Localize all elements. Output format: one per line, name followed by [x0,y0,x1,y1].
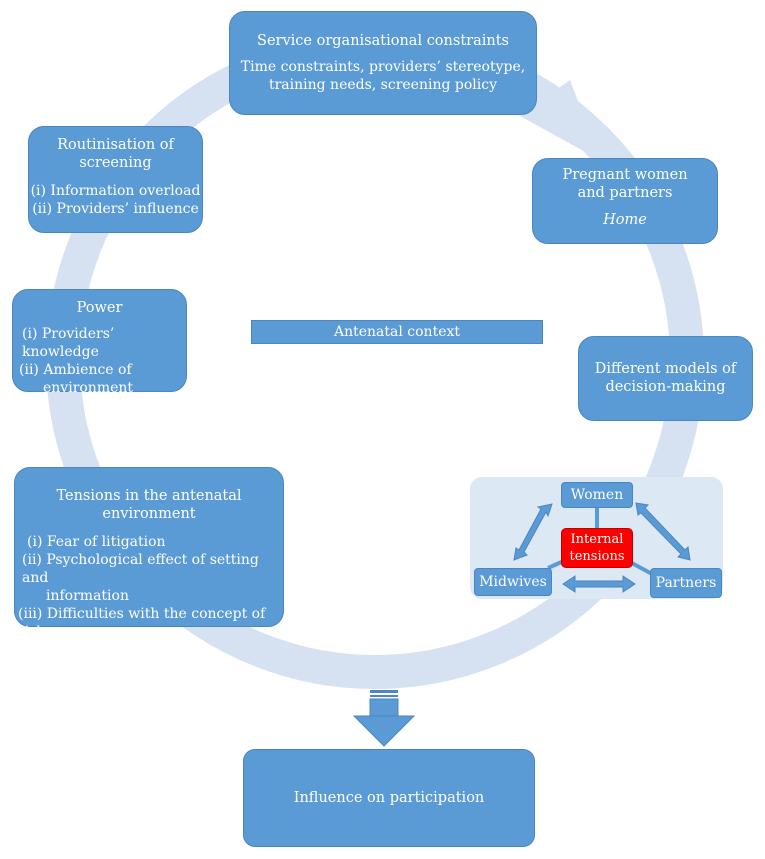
tensions-item3: (iii) Difficulties with the concept of r… [18,606,266,640]
power-box: Power (i) Providers’ knowledge (ii) Ambi… [12,289,187,396]
pregnant-subtitle: Home [603,212,647,228]
tensions-title1: Tensions in the antenatal [56,488,242,504]
internal-line2: tensions [569,549,625,564]
power-item1: (i) Providers’ knowledge [22,326,115,360]
women-node: Women [561,482,633,508]
service-line2: training needs, screening policy [268,77,497,93]
tensions-title2: environment [102,506,196,522]
women-midwives-arrow [513,503,553,561]
influence-box: Influence on participation [243,749,535,847]
midwives-node: Midwives [474,568,552,596]
down-arrow-icon [352,690,416,747]
pregnant-title1: Pregnant women [562,167,688,183]
cycle-arrowhead [520,80,600,160]
routinisation-title2: screening [79,155,152,171]
antenatal-context-label: Antenatal context [251,320,543,344]
pregnant-women-box: Pregnant women and partners Home [532,158,718,244]
power-item2a: (ii) Ambience of [19,362,132,378]
tensions-item1: (i) Fear of litigation [27,534,166,550]
women-partners-arrow [635,502,691,561]
decision-models-box: Different models of decision-making [578,336,753,421]
power-title: Power [76,300,123,316]
models-line1: Different models of [594,361,737,377]
service-line1: Time constraints, providers’ stereotype, [240,59,526,75]
midwives-partners-arrow [562,575,636,593]
internal-line1: Internal [570,532,624,547]
service-title: Service organisational constraints [257,33,509,49]
routinisation-item1: (i) Information overload [30,183,201,199]
partners-connector [629,560,653,576]
routinisation-title1: Routinisation of [57,137,174,153]
partners-node: Partners [650,568,722,598]
models-line2: decision-making [605,379,726,395]
tensions-item2b: information [46,588,129,604]
routinisation-box: Routinisation of screening (i) Informati… [28,126,203,233]
routinisation-item2: (ii) Providers’ influence [32,201,199,217]
pregnant-title2: and partners [577,185,673,201]
service-constraints-box: Service organisational constraints Time … [229,11,537,115]
tensions-item2a: (ii) Psychological effect of setting and [22,552,259,586]
tensions-box: Tensions in the antenatal environment (i… [14,467,284,640]
power-item2b: environment [43,380,134,396]
internal-tensions-node: Internal tensions [561,528,633,568]
